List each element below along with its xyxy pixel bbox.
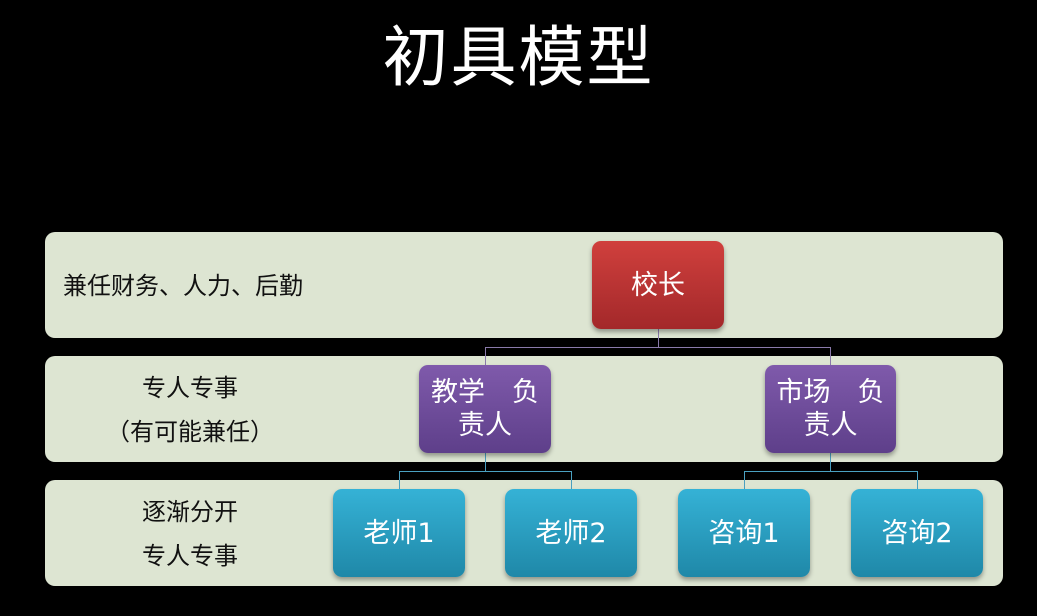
node-teaching-head[interactable]: 教学 负 责人 xyxy=(419,365,551,453)
connector-managers-horizontal xyxy=(485,347,831,348)
connector-to-consultant2 xyxy=(917,471,918,490)
slide-title: 初具模型 xyxy=(382,19,655,96)
connector-to-teacher1 xyxy=(399,471,400,490)
node-marketing-head[interactable]: 市场 负 责人 xyxy=(765,365,896,453)
connector-marketing-down xyxy=(830,453,831,471)
node-marketing-head-line1: 市场 负 xyxy=(776,377,885,408)
node-teacher2-label: 老师2 xyxy=(535,517,607,549)
node-consultant1[interactable]: 咨询1 xyxy=(678,489,810,577)
connector-principal-down xyxy=(658,329,659,348)
connector-teachers-horizontal xyxy=(399,471,572,472)
node-consultant1-label: 咨询1 xyxy=(708,517,780,549)
connector-consultants-horizontal xyxy=(744,471,918,472)
node-consultant2-label: 咨询2 xyxy=(881,517,953,549)
connector-to-teacher2 xyxy=(571,471,572,490)
row-label-managers-line2: （有可能兼任） xyxy=(106,418,274,446)
row-band-leadership xyxy=(45,232,1003,338)
connector-to-teaching-head xyxy=(485,347,486,366)
row-label-staff-line2: 专人专事 xyxy=(142,542,238,570)
node-teaching-head-line2: 责人 xyxy=(458,410,512,441)
node-teacher1[interactable]: 老师1 xyxy=(333,489,465,577)
node-consultant2[interactable]: 咨询2 xyxy=(851,489,983,577)
row-label-staff-line1: 逐渐分开 xyxy=(142,498,238,526)
connector-to-marketing-head xyxy=(830,347,831,366)
node-marketing-head-line2: 责人 xyxy=(803,410,858,441)
row-label-leadership: 兼任财务、人力、后勤 xyxy=(63,272,303,300)
row-label-managers-line1: 专人专事 xyxy=(142,374,238,402)
node-principal[interactable]: 校长 xyxy=(592,241,724,329)
connector-to-consultant1 xyxy=(744,471,745,490)
node-teacher2[interactable]: 老师2 xyxy=(505,489,637,577)
node-teaching-head-line1: 教学 负 xyxy=(431,377,539,408)
connector-teaching-down xyxy=(485,453,486,471)
node-teacher1-label: 老师1 xyxy=(363,517,435,549)
node-principal-label: 校长 xyxy=(631,269,685,301)
